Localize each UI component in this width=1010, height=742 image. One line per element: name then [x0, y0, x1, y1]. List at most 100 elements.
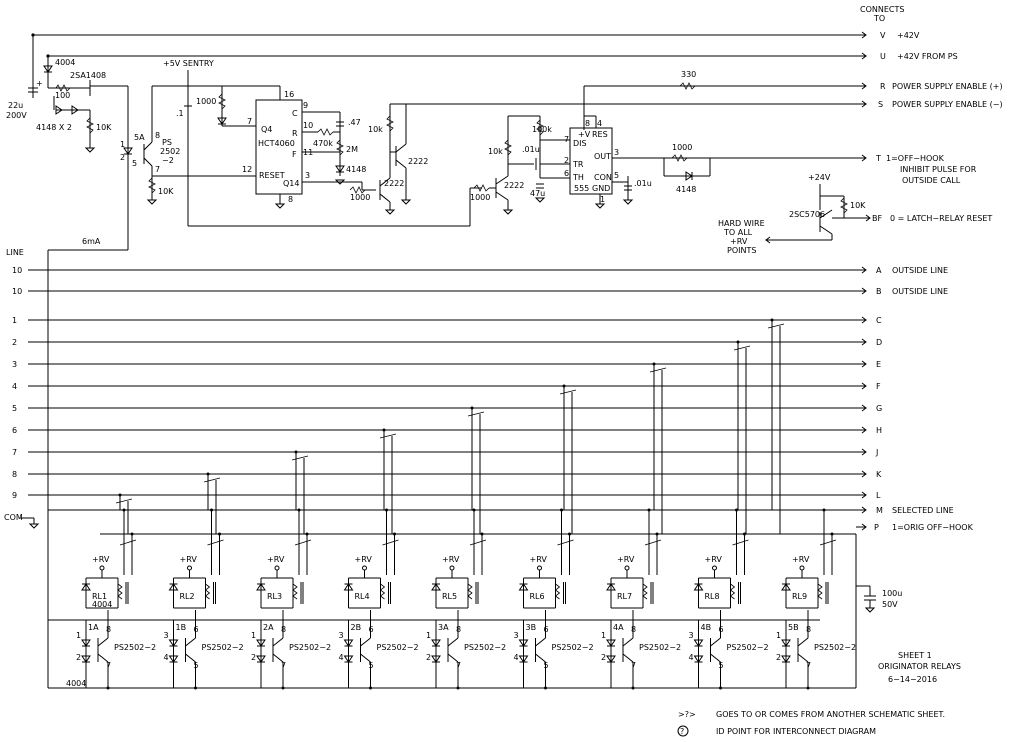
- svg-text:C: C: [876, 316, 882, 325]
- svg-text:555: 555: [574, 184, 589, 193]
- svg-text:2: 2: [76, 653, 81, 662]
- svg-text:5: 5: [132, 159, 137, 168]
- svg-text:1000: 1000: [672, 143, 692, 152]
- svg-text:PS2502−2: PS2502−2: [814, 643, 856, 652]
- legend-sym1: >?>: [678, 710, 696, 719]
- svg-text:+RV: +RV: [92, 555, 110, 564]
- svg-text:PS2502−2: PS2502−2: [552, 643, 594, 652]
- svg-text:T: T: [875, 154, 881, 163]
- svg-text:2: 2: [564, 156, 569, 165]
- legend-circle: [677, 725, 689, 737]
- svg-text:1B: 1B: [176, 623, 187, 632]
- svg-text:POINTS: POINTS: [727, 246, 756, 255]
- svg-text:1: 1: [600, 195, 605, 204]
- svg-text:2222: 2222: [504, 181, 524, 190]
- svg-text:+: +: [36, 79, 43, 88]
- svg-text:10k: 10k: [488, 147, 503, 156]
- svg-text:+RV: +RV: [355, 555, 373, 564]
- svg-text:12: 12: [242, 165, 252, 174]
- timer-555: 100k 47u +V DIS TR TH 555 GND RES OUT CO…: [530, 115, 652, 209]
- svg-text:6: 6: [544, 625, 549, 634]
- svg-text:3: 3: [12, 360, 17, 369]
- svg-text:HCT4060: HCT4060: [258, 139, 295, 148]
- svg-text:1: 1: [776, 631, 781, 640]
- svg-text:RESET: RESET: [259, 171, 285, 180]
- svg-text:RL2: RL2: [180, 592, 195, 601]
- svg-text:RL5: RL5: [442, 592, 457, 601]
- svg-text:7: 7: [155, 165, 160, 174]
- svg-text:3: 3: [339, 631, 344, 640]
- sheet-l2: ORIGINATOR RELAYS: [878, 662, 961, 671]
- svg-text:2222: 2222: [384, 179, 404, 188]
- svg-text:10k: 10k: [368, 125, 383, 134]
- header-connects: CONNECTS: [860, 5, 904, 14]
- rail-u: U +42V FROM PS: [48, 52, 958, 61]
- svg-text:10K: 10K: [96, 123, 112, 132]
- svg-text:100k: 100k: [532, 125, 552, 134]
- svg-text:1000: 1000: [350, 193, 370, 202]
- svg-text:1000: 1000: [470, 193, 490, 202]
- opto-top: 5A 8 1 2 7 5 PS 2502 −2 10K: [120, 85, 250, 205]
- svg-text:.01u: .01u: [634, 179, 652, 188]
- svg-text:2502: 2502: [160, 147, 180, 156]
- label-sentry: +5V SENTRY: [163, 59, 214, 68]
- rail-r: 330 R POWER SUPPLY ENABLE (+): [584, 70, 1003, 91]
- svg-text:0 = LATCH−RELAY RESET: 0 = LATCH−RELAY RESET: [890, 214, 992, 223]
- svg-text:2M: 2M: [346, 145, 358, 154]
- svg-text:3A: 3A: [438, 623, 449, 632]
- svg-text:E: E: [876, 360, 881, 369]
- svg-text:8: 8: [288, 195, 293, 204]
- svg-text:5: 5: [369, 661, 374, 670]
- svg-text:PS2502−2: PS2502−2: [727, 643, 769, 652]
- svg-text:F: F: [876, 382, 881, 391]
- svg-text:RL8: RL8: [705, 592, 720, 601]
- svg-text:6: 6: [719, 625, 724, 634]
- svg-text:INHIBIT PULSE FOR: INHIBIT PULSE FOR: [900, 165, 977, 174]
- svg-text:2SA1408: 2SA1408: [70, 71, 106, 80]
- svg-text:2SC5706: 2SC5706: [789, 210, 825, 219]
- svg-text:6: 6: [564, 169, 569, 178]
- svg-text:+RV: +RV: [530, 555, 548, 564]
- svg-text:RL1: RL1: [92, 592, 107, 601]
- bottom-4004: 4004: [66, 679, 86, 688]
- svg-text:100u: 100u: [882, 589, 902, 598]
- svg-text:R: R: [292, 129, 298, 138]
- svg-text:1=OFF−HOOK: 1=OFF−HOOK: [886, 154, 945, 163]
- svg-text:16: 16: [284, 90, 294, 99]
- svg-text:PS2502−2: PS2502−2: [639, 643, 681, 652]
- svg-text:4: 4: [339, 653, 344, 662]
- label-6ma: 6mA: [82, 237, 101, 246]
- sheet-l1: SHEET 1: [898, 651, 932, 660]
- svg-text:PS2502−2: PS2502−2: [377, 643, 419, 652]
- svg-text:V: V: [880, 31, 886, 40]
- svg-text:4148 X 2: 4148 X 2: [36, 123, 72, 132]
- svg-text:2B: 2B: [351, 623, 362, 632]
- svg-text:2: 2: [251, 653, 256, 662]
- svg-text:.01u: .01u: [522, 145, 540, 154]
- svg-text:C: C: [292, 109, 298, 118]
- svg-text:S: S: [878, 100, 883, 109]
- svg-text:3B: 3B: [526, 623, 537, 632]
- svg-text:OUT: OUT: [594, 152, 611, 161]
- svg-text:100: 100: [55, 91, 70, 100]
- svg-text:PS: PS: [162, 138, 172, 147]
- svg-text:1=ORIG OFF−HOOK: 1=ORIG OFF−HOOK: [892, 523, 974, 532]
- svg-text:HARD WIRE: HARD WIRE: [718, 219, 765, 228]
- svg-text:K: K: [876, 470, 882, 479]
- svg-text:+24V: +24V: [808, 173, 831, 182]
- svg-text:50V: 50V: [882, 600, 898, 609]
- svg-text:5: 5: [614, 171, 619, 180]
- svg-text:Q4: Q4: [261, 125, 272, 134]
- svg-text:+RV: +RV: [705, 555, 723, 564]
- svg-text:1: 1: [120, 140, 125, 149]
